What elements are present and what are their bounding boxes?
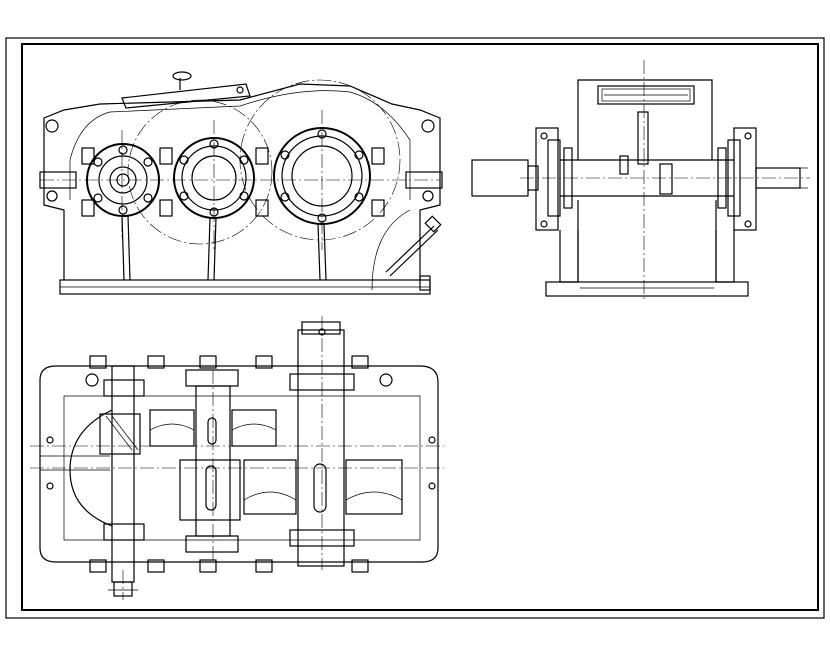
top-section-view [30, 316, 444, 600]
side-view [471, 60, 810, 300]
front-view [39, 71, 443, 295]
sheet-outer-border [5, 37, 825, 619]
sheet-inner-border [21, 43, 819, 611]
